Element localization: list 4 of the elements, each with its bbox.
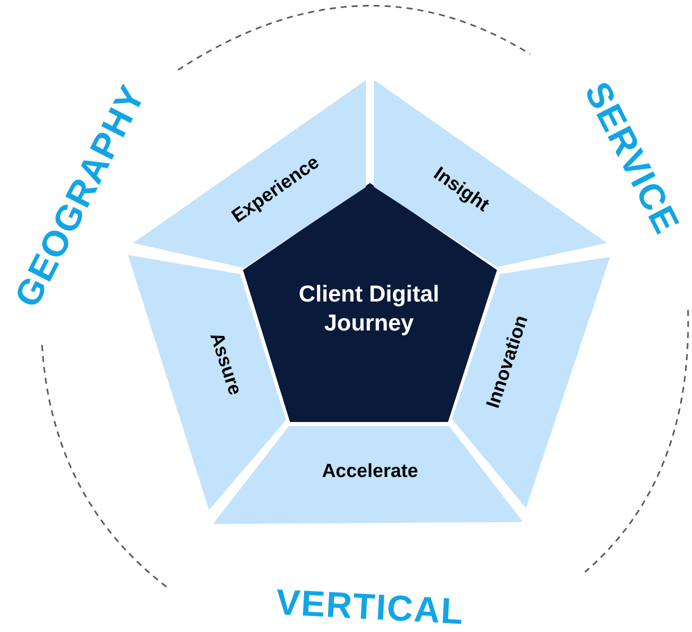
dimension-label: VERTICAL [275, 581, 465, 632]
segment-label: Assure [204, 330, 246, 398]
segment-label: Accelerate [322, 460, 418, 484]
segment-label: Client Digital Journey [298, 279, 440, 337]
